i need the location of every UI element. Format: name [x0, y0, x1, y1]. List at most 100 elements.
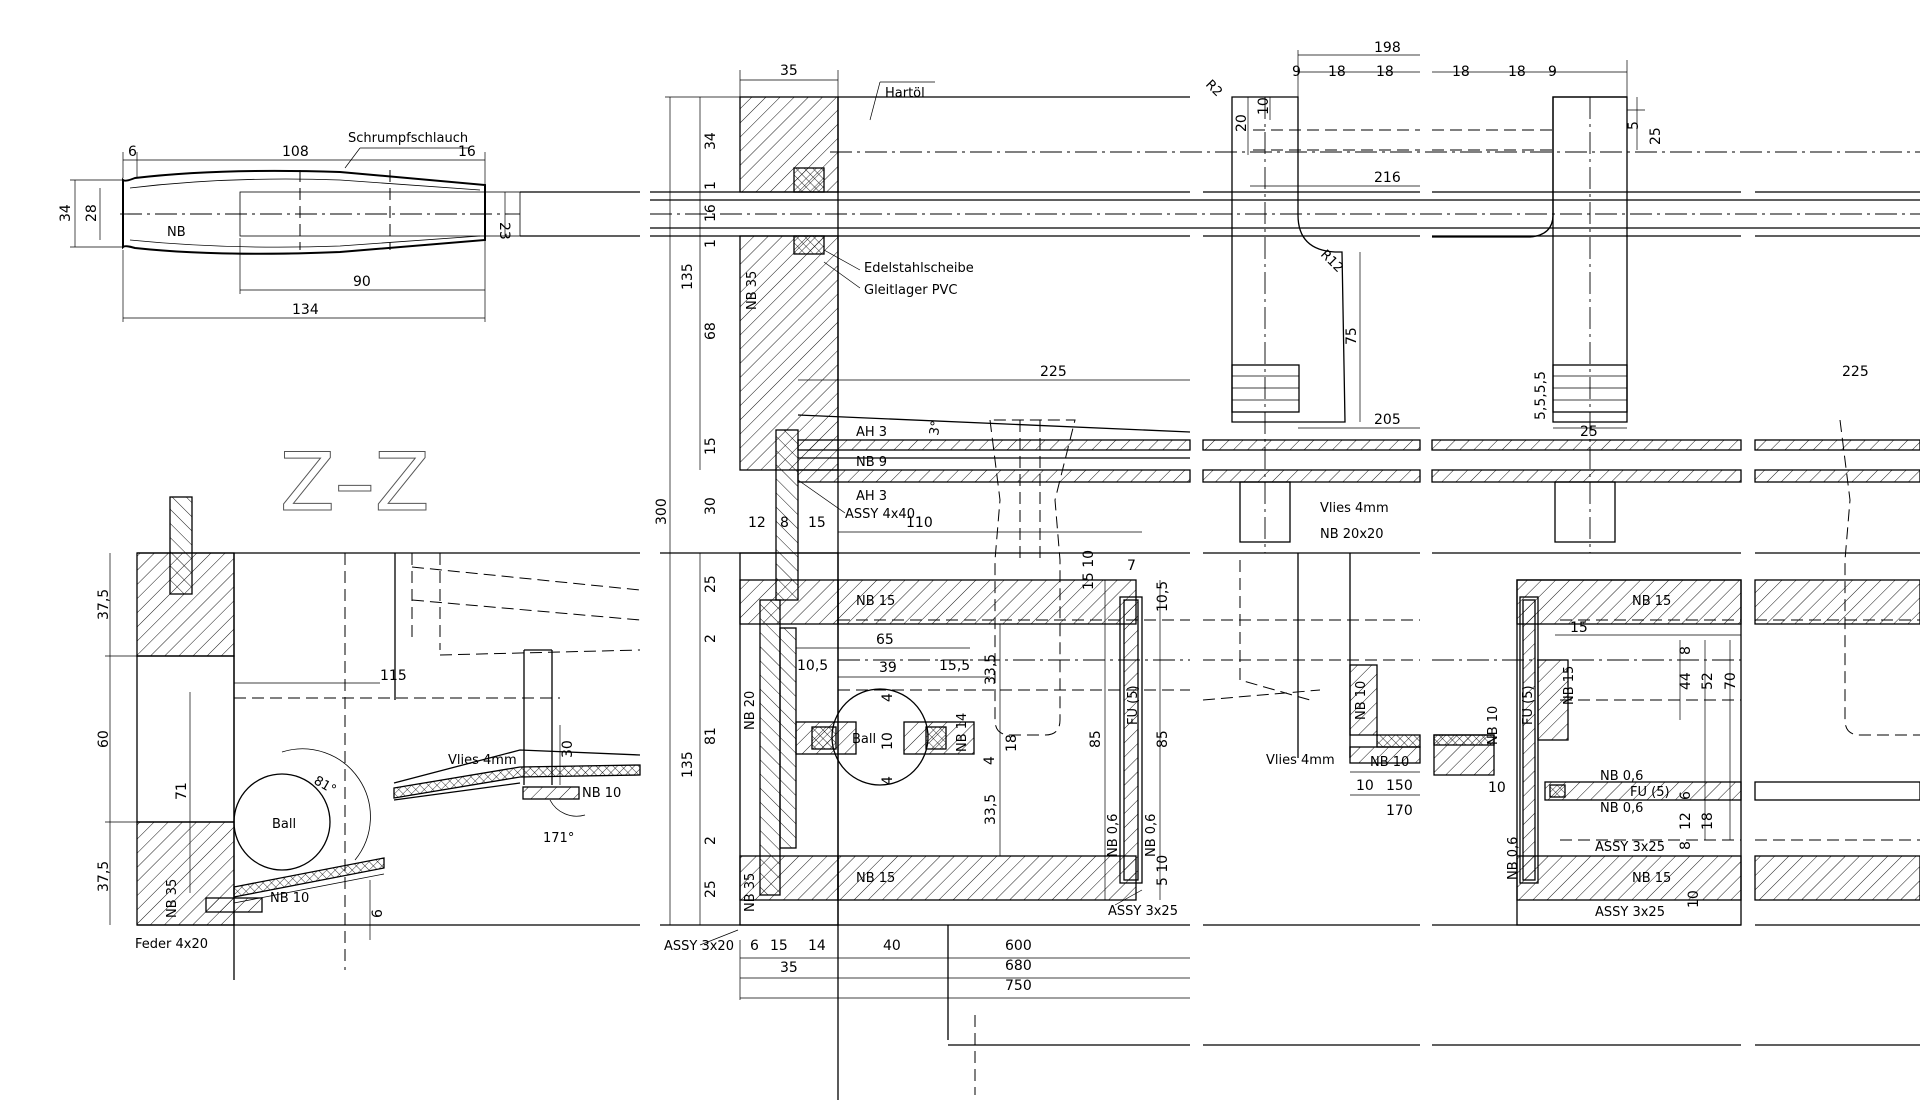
- dim-65: 65: [876, 632, 894, 648]
- dim-25-b: 25: [703, 880, 719, 898]
- dim-680: 680: [1005, 958, 1032, 974]
- dim-205: 205: [1374, 412, 1401, 428]
- dim-37-5-bottom: 37,5: [96, 861, 112, 892]
- dim-150: 150: [1386, 778, 1413, 794]
- angle-171: 171°: [543, 831, 574, 846]
- dim-18-b: 18: [1376, 64, 1394, 80]
- dim-198: 198: [1374, 40, 1401, 56]
- dim-4-b: 4: [880, 776, 896, 785]
- dim-134: 134: [292, 302, 319, 318]
- dim-71: 71: [174, 782, 190, 800]
- dim-10-5-a: 10,5: [797, 658, 828, 674]
- dim-35-top: 35: [780, 63, 798, 79]
- dim-18-d: 18: [1508, 64, 1526, 80]
- dim-15-10-top: 15 10: [1081, 550, 1097, 590]
- dim-12-b: 12: [1678, 812, 1694, 830]
- dim-60: 60: [96, 730, 112, 748]
- dim-81: 81: [703, 727, 719, 745]
- dim-9-a: 9: [1292, 64, 1301, 80]
- bracket-view-1: 198 9 18 18 20 10 216 75 205 10 150 170 …: [1202, 40, 1421, 926]
- dim-30: 30: [703, 497, 719, 515]
- label-r2: R2: [1202, 77, 1225, 100]
- dim-10-y: 10: [1488, 780, 1506, 796]
- label-nb35-left: NB 35: [165, 879, 180, 918]
- dim-16: 16: [458, 144, 476, 160]
- dim-216: 216: [1374, 170, 1401, 186]
- dim-6: 6: [128, 144, 137, 160]
- label-feder: Feder 4x20: [135, 937, 208, 952]
- label-nb06-e: NB 0,6: [1506, 837, 1521, 880]
- dim-20: 20: [1234, 114, 1250, 132]
- label-nb15-top: NB 15: [856, 594, 895, 609]
- label-fu5-horizontal: FU (5): [1630, 785, 1670, 800]
- dim-12: 12: [748, 515, 766, 531]
- dim-25-a: 25: [703, 575, 719, 593]
- label-nb10-right-b: NB 10: [1486, 706, 1501, 745]
- label-fu5-main: FU (5): [1126, 685, 1141, 725]
- dim-90: 90: [353, 274, 371, 290]
- label-vlies-right: Vlies 4mm: [1320, 501, 1389, 516]
- ball-left: Ball: [272, 817, 296, 832]
- dim-2-b: 2: [703, 836, 719, 845]
- dim-115: 115: [380, 668, 407, 684]
- dim-6-d: 6: [1678, 791, 1694, 800]
- left-section-view: 37,5 60 37,5 115 71 30 6 Ball NB 35 NB 1…: [96, 496, 641, 980]
- dim-750: 750: [1005, 978, 1032, 994]
- dim-600: 600: [1005, 938, 1032, 954]
- far-right-partial-view: [1754, 419, 1920, 1046]
- label-nb15-right-v: NB 15: [1562, 666, 1577, 705]
- dim-135-a: 135: [680, 263, 696, 290]
- dim-110: 110: [906, 515, 933, 531]
- section-label: Z–Z: [280, 436, 430, 529]
- dim-225-b: 225: [1842, 364, 1869, 380]
- dim-25-c: 25: [1648, 127, 1664, 145]
- label-nb06-c: NB 0,6: [1600, 769, 1643, 784]
- dim-4-c: 4: [982, 756, 998, 765]
- label-hartoel: Hartöl: [885, 86, 925, 101]
- label-assy-3x25-main: ASSY 3x25: [1108, 904, 1178, 919]
- label-nb10-right: NB 10: [1370, 755, 1409, 770]
- rail: [520, 151, 1920, 237]
- dim-75: 75: [1344, 327, 1360, 345]
- dim-10-5-b: 10,5: [1155, 581, 1171, 612]
- dim-10-ball: 10: [880, 732, 896, 750]
- angle-81: 81°: [311, 773, 338, 798]
- label-nb35-main: NB 35: [745, 271, 760, 310]
- label-assy-3x25-b: ASSY 3x25: [1595, 840, 1665, 855]
- label-nb20x20: NB 20x20: [1320, 527, 1384, 542]
- label-ah3-top: AH 3: [856, 425, 887, 440]
- dim-34: 34: [58, 204, 74, 222]
- dim-37-5-top: 37,5: [96, 589, 112, 620]
- label-nb14: NB 14: [955, 713, 970, 752]
- label-assy-3x25-c: ASSY 3x25: [1595, 905, 1665, 920]
- dim-5: 5: [1626, 121, 1642, 130]
- dim-28: 28: [84, 204, 100, 222]
- label-nb15-right-top: NB 15: [1632, 594, 1671, 609]
- dim-33-5-a: 33,5: [983, 654, 999, 685]
- dim-6-left: 6: [370, 909, 386, 918]
- label-nb06-a: NB 0,6: [1106, 814, 1121, 857]
- dim-5555: 5,5,5,5: [1533, 371, 1549, 420]
- label-vlies-left: Vlies 4mm: [448, 753, 517, 768]
- label-nb10-left: NB 10: [270, 891, 309, 906]
- dim-10-z: 10: [1686, 890, 1702, 908]
- dim-108: 108: [282, 144, 309, 160]
- label-assy-4x40: ASSY 4x40: [845, 507, 915, 522]
- dim-44: 44: [1678, 672, 1694, 690]
- label-nb15-bottom: NB 15: [856, 871, 895, 886]
- dim-15-bottom: 15: [770, 938, 788, 954]
- dim-5-10: 5 10: [1155, 855, 1171, 886]
- label-vlies-right-b: Vlies 4mm: [1266, 753, 1335, 768]
- dim-14-bottom: 14: [808, 938, 826, 954]
- dim-1-a: 1: [703, 181, 719, 190]
- dim-10: 10: [1256, 97, 1272, 115]
- label-nb10-right-v: NB 10: [1354, 681, 1369, 720]
- dim-15: 15: [808, 515, 826, 531]
- dim-7: 7: [1127, 558, 1136, 574]
- dim-30-left: 30: [560, 740, 576, 758]
- dim-15-c: 15: [1570, 620, 1588, 636]
- dim-300: 300: [654, 498, 670, 525]
- dim-8-c: 8: [1678, 841, 1694, 850]
- dim-18-c: 18: [1452, 64, 1470, 80]
